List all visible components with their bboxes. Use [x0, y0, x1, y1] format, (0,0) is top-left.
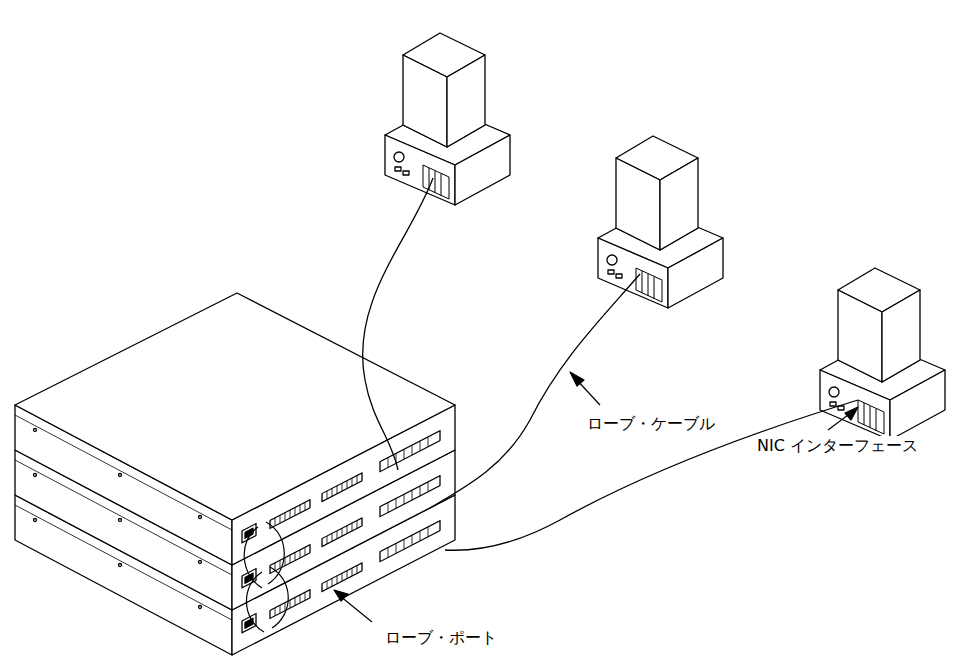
leader-line — [334, 372, 858, 622]
computer — [598, 136, 723, 308]
lobe-cable — [363, 178, 858, 550]
computer — [820, 268, 945, 440]
computer — [385, 33, 510, 205]
part-label: ローブ・ポート — [383, 628, 499, 648]
stacking-cable — [244, 522, 288, 632]
switch-stack — [15, 293, 455, 655]
part-label: NIC インターフェース — [755, 436, 920, 456]
part-label: ローブ・ケーブル — [585, 414, 717, 434]
